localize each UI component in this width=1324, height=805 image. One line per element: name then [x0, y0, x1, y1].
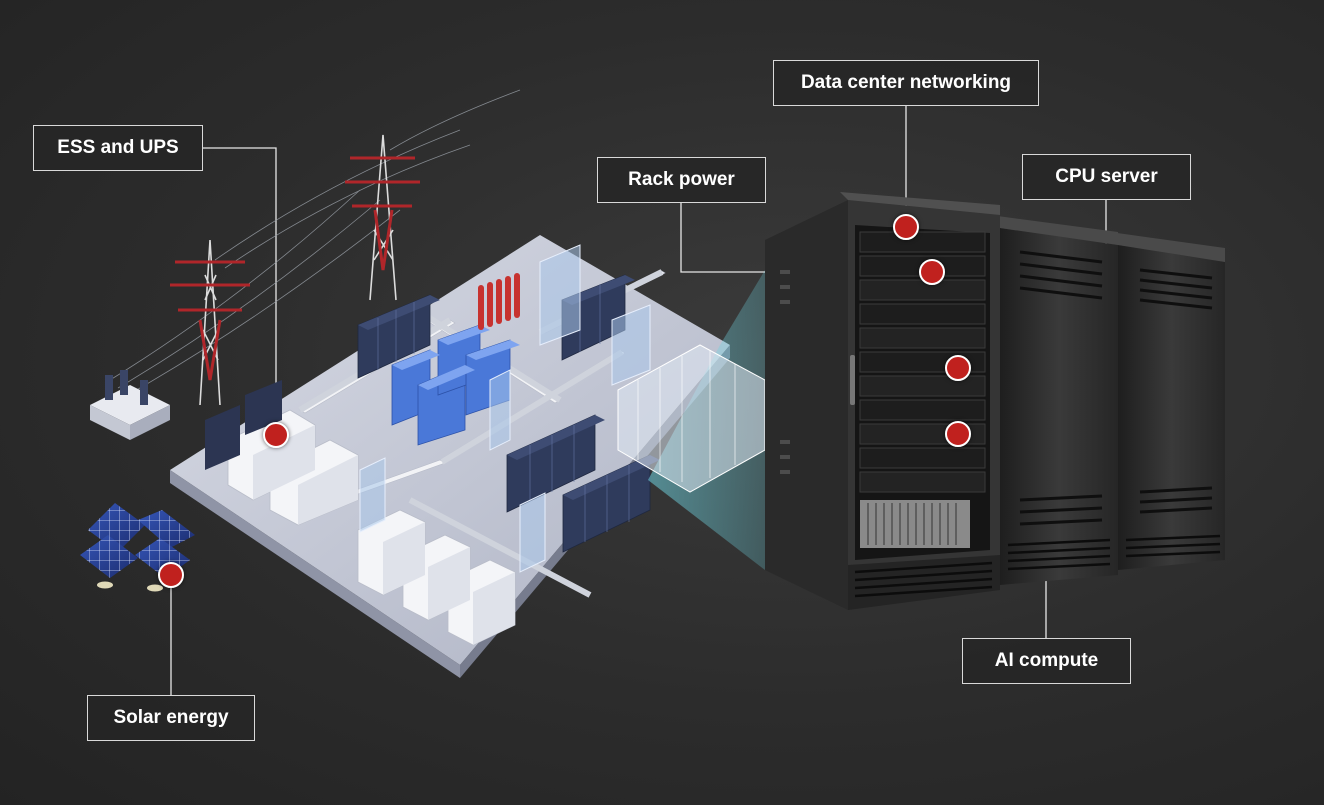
- solar-energy-label[interactable]: Solar energy: [87, 695, 255, 741]
- cpu-server-label[interactable]: CPU server: [1022, 154, 1191, 200]
- server-cabinet-group: [765, 192, 1225, 610]
- server-units: [859, 231, 986, 493]
- data-center-networking-label[interactable]: Data center networking: [773, 60, 1039, 106]
- cpu-server-hotspot-icon[interactable]: [945, 355, 971, 381]
- ess-ups-hotspot-icon[interactable]: [263, 422, 289, 448]
- glass-doors: [359, 244, 651, 573]
- rack-power-label[interactable]: Rack power: [597, 157, 766, 203]
- substation-icon: [90, 370, 170, 440]
- solar-energy-hotspot-icon[interactable]: [158, 562, 184, 588]
- ess-ups-label[interactable]: ESS and UPS: [33, 125, 203, 171]
- data-center-networking-hotspot-icon[interactable]: [893, 214, 919, 240]
- transmission-tower-icon: [109, 89, 521, 406]
- ai-compute-hotspot-icon[interactable]: [945, 421, 971, 447]
- generator-icon: [205, 380, 516, 646]
- fire-suppression-icon: [478, 273, 520, 330]
- ai-compute-label[interactable]: AI compute: [962, 638, 1131, 684]
- rack-power-hotspot-icon[interactable]: [919, 259, 945, 285]
- battery-icon: [391, 324, 520, 446]
